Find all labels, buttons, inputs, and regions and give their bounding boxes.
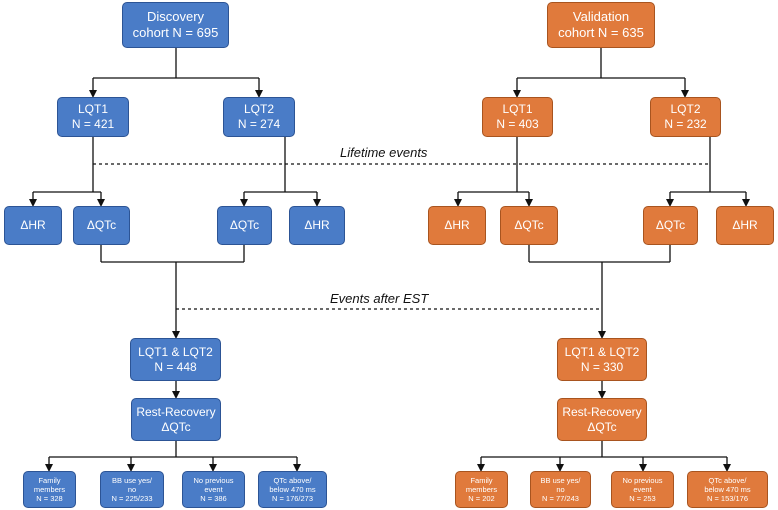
subgroup-n: N = 77/243 (542, 494, 579, 503)
subgroup-line: members (465, 485, 498, 494)
subgroup-line: QTc above/ (273, 476, 312, 485)
discovery-lqt2-dhr-box: ΔHR (289, 206, 345, 245)
subgroup-line: BB use yes/ (111, 476, 153, 485)
discovery-subgroup-noevent: No previous event N = 386 (182, 471, 245, 508)
delta-qtc-label: ΔQTc (86, 218, 117, 232)
subgroup-line: members (33, 485, 66, 494)
delta-hr-label: ΔHR (444, 218, 470, 232)
validation-subgroup-noevent: No previous event N = 253 (611, 471, 674, 508)
delta-hr-label: ΔHR (20, 218, 46, 232)
discovery-lqt1-dhr-box: ΔHR (4, 206, 62, 245)
subgroup-line: no (556, 485, 565, 494)
subgroup-line: below 470 ms (704, 485, 751, 494)
subgroup-n: N = 225/233 (111, 494, 153, 503)
lqt1-label: LQT1 (77, 102, 108, 116)
lifetime-events-label: Lifetime events (336, 145, 432, 160)
lqt2-n: N = 274 (237, 117, 281, 131)
delta-qtc-label: ΔQTc (229, 218, 260, 232)
subgroup-n: N = 202 (468, 494, 495, 503)
validation-cohort-n: cohort N = 635 (558, 25, 644, 40)
discovery-cohort-box: Discovery cohort N = 695 (122, 2, 229, 48)
validation-lqt2-box: LQT2 N = 232 (650, 97, 721, 137)
lqt1-label: LQT1 (502, 102, 533, 116)
validation-lqt1-dqtc-box: ΔQTc (500, 206, 558, 245)
events-after-est-label: Events after EST (326, 291, 433, 306)
combined-n: N = 448 (154, 359, 197, 374)
discovery-subgroup-family: Family members N = 328 (23, 471, 76, 508)
combined-label: LQT1 & LQT2 (564, 344, 640, 359)
subgroup-line: below 470 ms (269, 485, 316, 494)
subgroup-line: BB use yes/ (540, 476, 581, 485)
subgroup-line: no (127, 485, 137, 494)
validation-subgroup-family: Family members N = 202 (455, 471, 508, 508)
subgroup-n: N = 253 (629, 494, 656, 503)
subgroup-line: No previous (193, 476, 234, 485)
subgroup-n: N = 328 (36, 494, 63, 503)
delta-qtc-label: ΔQTc (655, 218, 686, 232)
discovery-lqt1-box: LQT1 N = 421 (57, 97, 129, 137)
lqt1-n: N = 403 (496, 117, 539, 131)
lqt2-label: LQT2 (243, 102, 274, 116)
validation-lqt2-dqtc-box: ΔQTc (643, 206, 698, 245)
delta-qtc-label: ΔQTc (514, 218, 544, 232)
subgroup-line: No previous (622, 476, 663, 485)
subgroup-line: Family (470, 476, 493, 485)
validation-lqt1-box: LQT1 N = 403 (482, 97, 553, 137)
subgroup-line: event (204, 485, 223, 494)
validation-cohort-title: Validation (572, 8, 630, 24)
discovery-lqt2-dqtc-box: ΔQTc (217, 206, 272, 245)
combined-label: LQT1 & LQT2 (138, 344, 213, 359)
subgroup-n: N = 153/176 (706, 494, 749, 503)
discovery-combined-box: LQT1 & LQT2 N = 448 (130, 338, 221, 381)
subgroup-n: N = 176/273 (271, 494, 314, 503)
validation-rest-recovery-box: Rest-Recovery ΔQTc (557, 398, 647, 441)
discovery-lqt2-box: LQT2 N = 274 (223, 97, 295, 137)
subgroup-line: QTc above/ (708, 476, 747, 485)
discovery-cohort-title: Discovery (146, 8, 205, 24)
combined-n: N = 330 (580, 359, 624, 374)
validation-subgroup-bb: BB use yes/ no N = 77/243 (530, 471, 591, 508)
lqt2-label: LQT2 (670, 102, 701, 116)
discovery-lqt1-dqtc-box: ΔQTc (73, 206, 130, 245)
discovery-rest-recovery-box: Rest-Recovery ΔQTc (131, 398, 221, 441)
validation-subgroup-qtc: QTc above/ below 470 ms N = 153/176 (687, 471, 768, 508)
rest-recovery-metric: ΔQTc (587, 419, 617, 434)
validation-combined-box: LQT1 & LQT2 N = 330 (557, 338, 647, 381)
lqt2-n: N = 232 (664, 117, 707, 131)
discovery-cohort-n: cohort N = 695 (132, 25, 219, 40)
delta-hr-label: ΔHR (304, 218, 330, 232)
subgroup-line: Family (38, 476, 61, 485)
validation-cohort-box: Validation cohort N = 635 (547, 2, 655, 48)
discovery-subgroup-bb: BB use yes/ no N = 225/233 (100, 471, 164, 508)
delta-hr-label: ΔHR (732, 218, 758, 232)
validation-lqt1-dhr-box: ΔHR (428, 206, 486, 245)
rest-recovery-label: Rest-Recovery (136, 404, 216, 419)
subgroup-n: N = 386 (200, 494, 227, 503)
lqt1-n: N = 421 (71, 117, 115, 131)
rest-recovery-metric: ΔQTc (161, 419, 191, 434)
discovery-subgroup-qtc: QTc above/ below 470 ms N = 176/273 (258, 471, 327, 508)
subgroup-line: event (633, 485, 652, 494)
rest-recovery-label: Rest-Recovery (562, 404, 642, 419)
validation-lqt2-dhr-box: ΔHR (716, 206, 774, 245)
